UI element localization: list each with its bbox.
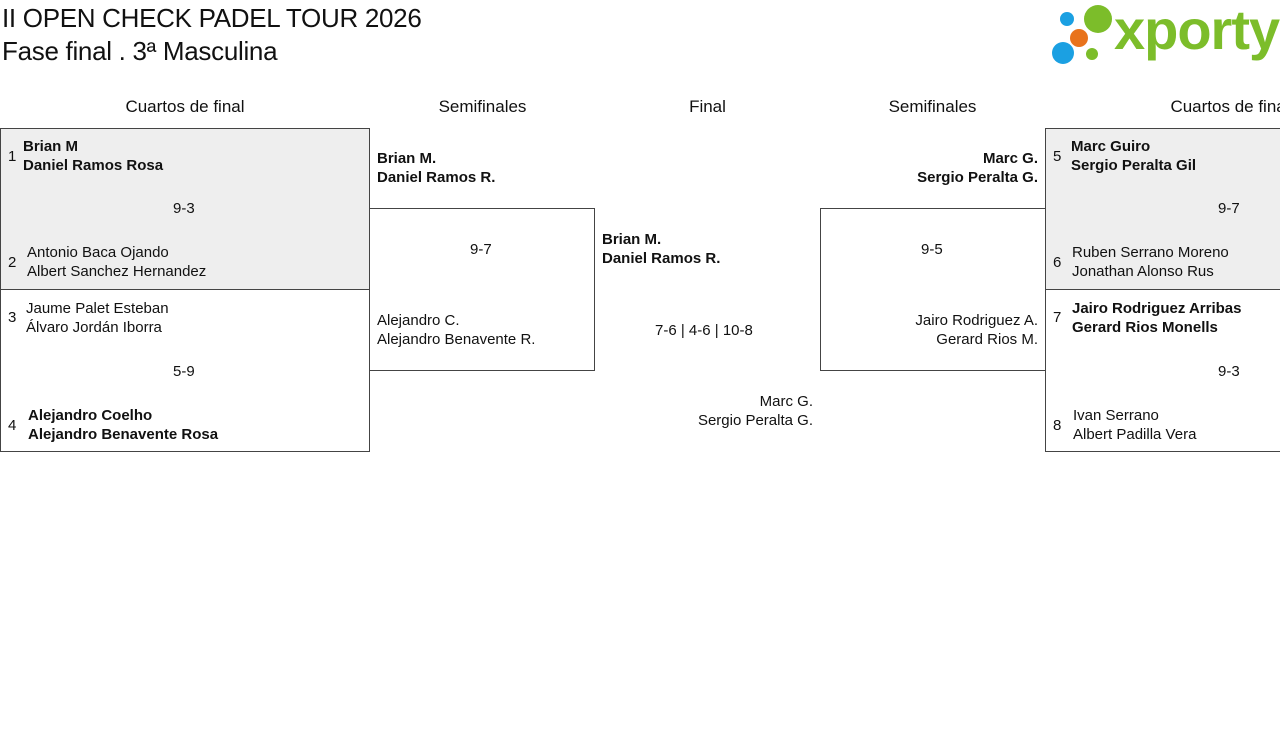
team-loser: Alejandro C. Alejandro Benavente R.	[377, 311, 535, 349]
player-name: Gerard Rios Monells	[1072, 319, 1218, 336]
team-winner-sf-left: Brian M. Daniel Ramos R.	[377, 149, 495, 187]
player-name: Brian M.	[602, 231, 662, 248]
match-box-sf-left[interactable]: 9-7 Alejandro C. Alejandro Benavente R.	[369, 208, 595, 371]
logo-dot-blue-large	[1052, 42, 1074, 64]
team-loser: Jaume Palet Esteban Álvaro Jordán Iborra	[26, 299, 169, 337]
logo-dot-green-large	[1084, 5, 1112, 33]
match-score: 9-3	[173, 200, 195, 217]
player-name: Ruben Serrano Moreno	[1072, 244, 1229, 261]
match-box-qf-right-1[interactable]: 5 Marc Guiro Sergio Peralta Gil 9-7 6 Ru…	[1045, 128, 1280, 290]
seed-number: 5	[1053, 148, 1062, 165]
match-score: 5-9	[173, 363, 195, 380]
tournament-title: II OPEN CHECK PADEL TOUR 2026	[2, 3, 422, 33]
team-loser: Jairo Rodriguez A. Gerard Rios M.	[826, 311, 1038, 349]
team-winner: Alejandro Coelho Alejandro Benavente Ros…	[28, 406, 218, 444]
player-name: Daniel Ramos R.	[377, 169, 496, 186]
column-header-semifinals-left: Semifinales	[438, 97, 527, 116]
player-name: Albert Padilla Vera	[1073, 426, 1197, 443]
team-loser: Ivan Serrano Albert Padilla Vera	[1073, 406, 1196, 444]
player-name: Alejandro Benavente R.	[377, 331, 536, 348]
player-name: Jonathan Alonso Rus	[1072, 263, 1214, 280]
logo-dot-orange	[1070, 29, 1088, 47]
team-loser: Ruben Serrano Moreno Jonathan Alonso Rus	[1072, 243, 1229, 281]
match-score: 9-3	[1218, 363, 1240, 380]
player-name: Sergio Peralta Gil	[1071, 157, 1197, 174]
player-name: Marc G.	[982, 150, 1038, 167]
match-score: 9-7	[470, 241, 492, 258]
player-name: Jairo Rodriguez Arribas	[1072, 300, 1242, 317]
seed-number: 8	[1053, 417, 1062, 434]
seed-number: 2	[8, 254, 17, 271]
match-score: 9-5	[921, 241, 943, 258]
column-header-final: Final	[689, 97, 726, 116]
match-box-qf-left-1[interactable]: 1 Brian M Daniel Ramos Rosa 9-3 2 Antoni…	[0, 128, 370, 290]
final-score: 7-6 | 4-6 | 10-8	[655, 322, 753, 339]
player-name: Antonio Baca Ojando	[27, 244, 169, 261]
team-winner: Jairo Rodriguez Arribas Gerard Rios Mone…	[1072, 299, 1241, 337]
seed-number: 1	[8, 148, 17, 165]
player-name: Daniel Ramos Rosa	[23, 157, 164, 174]
xporty-logo: xporty	[1050, 0, 1280, 68]
player-name: Jairo Rodriguez A.	[915, 312, 1038, 329]
match-box-qf-right-2[interactable]: 7 Jairo Rodriguez Arribas Gerard Rios Mo…	[1045, 289, 1280, 452]
player-name: Sergio Peralta G.	[697, 412, 813, 429]
column-header-quarterfinals-left: Cuartos de final	[125, 97, 245, 116]
team-winner-sf-right: Marc G. Sergio Peralta G.	[825, 149, 1038, 187]
team-champion: Brian M. Daniel Ramos R.	[602, 230, 720, 268]
seed-number: 7	[1053, 309, 1062, 326]
phase-subtitle: Fase final . 3ª Masculina	[2, 36, 278, 66]
match-box-qf-left-2[interactable]: 3 Jaume Palet Esteban Álvaro Jordán Ibor…	[0, 289, 370, 452]
seed-number: 4	[8, 417, 17, 434]
seed-number: 3	[8, 309, 17, 326]
player-name: Sergio Peralta G.	[917, 169, 1038, 186]
player-name: Marc Guiro	[1071, 138, 1151, 155]
team-winner: Marc Guiro Sergio Peralta Gil	[1071, 137, 1196, 175]
player-name: Jaume Palet Esteban	[26, 300, 169, 317]
player-name: Ivan Serrano	[1073, 407, 1159, 424]
match-box-sf-right[interactable]: 9-5 Jairo Rodriguez A. Gerard Rios M.	[820, 208, 1046, 371]
player-name: Brian M	[23, 138, 79, 155]
match-score: 9-7	[1218, 200, 1240, 217]
player-name: Daniel Ramos R.	[602, 250, 721, 267]
team-loser: Antonio Baca Ojando Albert Sanchez Herna…	[27, 243, 206, 281]
player-name: Alejandro Coelho	[28, 407, 153, 424]
seed-number: 6	[1053, 254, 1062, 271]
player-name: Gerard Rios M.	[936, 331, 1038, 348]
player-name: Alejandro Benavente Rosa	[28, 426, 219, 443]
player-name: Brian M.	[377, 150, 437, 167]
column-header-quarterfinals-right: Cuartos de final	[1170, 97, 1280, 116]
player-name: Marc G.	[759, 393, 813, 410]
team-winner: Brian M Daniel Ramos Rosa	[23, 137, 163, 175]
logo-dot-blue-small	[1060, 12, 1074, 26]
logo-wordmark: xporty	[1114, 0, 1280, 61]
team-runner-up: Marc G. Sergio Peralta G.	[600, 392, 813, 430]
player-name: Albert Sanchez Hernandez	[27, 263, 207, 280]
column-header-semifinals-right: Semifinales	[888, 97, 977, 116]
logo-dot-green-small	[1086, 48, 1098, 60]
player-name: Álvaro Jordán Iborra	[26, 319, 162, 336]
player-name: Alejandro C.	[377, 312, 460, 329]
